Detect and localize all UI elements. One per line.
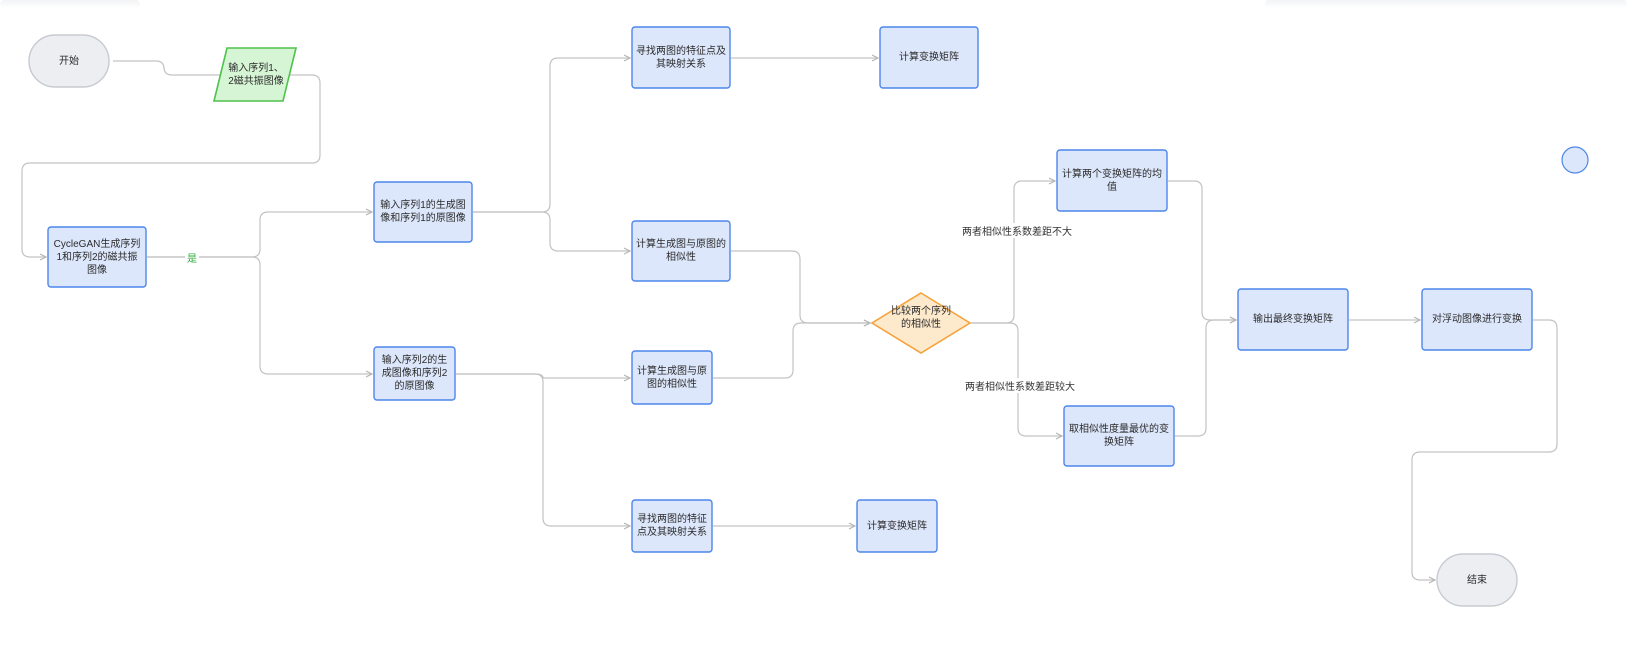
input-data-shape[interactable] xyxy=(212,47,298,102)
calc-bot-label: 计算变换矩阵 xyxy=(867,520,927,532)
output-label: 输出最终变换矩阵 xyxy=(1253,314,1333,325)
sim1-process-shape[interactable] xyxy=(631,220,731,282)
transform-process-shape[interactable] xyxy=(1421,288,1533,351)
edge-sim1-to-compare xyxy=(731,250,870,323)
canvas-edge-shadow-right xyxy=(1265,0,1627,8)
feat-top-label: 寻找两图的特征点及其映射关系 xyxy=(636,45,726,70)
feat-bot-process-shape[interactable] xyxy=(631,499,713,553)
edge-input-to-cyclegan xyxy=(21,74,321,257)
edge-label-yes: 是 xyxy=(185,250,199,265)
edge-in2-to-feat-bot xyxy=(456,373,630,526)
edge-start-to-input xyxy=(113,60,226,75)
mean-process-shape[interactable] xyxy=(1056,149,1168,212)
edge-in1-to-sim1 xyxy=(473,211,630,251)
edge-best-to-output xyxy=(1175,320,1236,437)
end-terminal-shape[interactable] xyxy=(1436,553,1518,607)
feat-top-process-shape[interactable] xyxy=(631,26,731,89)
edge-sim2-to-compare xyxy=(713,323,870,379)
start-terminal-shape[interactable] xyxy=(28,34,110,88)
best-label: 取相似性度量最优的变换矩阵 xyxy=(1069,424,1169,448)
compare-decision-shape[interactable] xyxy=(870,292,972,354)
mean-label: 计算两个变换矩阵的均值 xyxy=(1062,168,1162,193)
edge-label-small-gap: 两者相似性系数差距不大 xyxy=(960,223,1074,238)
in2-process-shape[interactable] xyxy=(373,346,456,401)
canvas-edge-shadow-left xyxy=(0,0,140,8)
best-process-shape[interactable] xyxy=(1063,405,1175,467)
cyclegan-process-shape[interactable] xyxy=(47,226,147,288)
calc-top-label: 计算变换矩阵 xyxy=(899,52,959,63)
cyclegan-label: CycleGAN生成序列1和序列2的磁共振图像 xyxy=(53,238,141,276)
feat-bot-label: 寻找两图的特征点及其映射关系 xyxy=(637,514,707,538)
input-data-label: 输入序列1、2磁共振图像 xyxy=(228,62,284,87)
transform-label: 对浮动图像进行变换 xyxy=(1432,314,1522,325)
calc-top-process-shape[interactable] xyxy=(879,26,979,89)
in2-label: 输入序列2的生成图像和序列2的原图像 xyxy=(381,355,448,392)
calc-bot-process-shape[interactable] xyxy=(856,499,938,553)
start-label: 开始 xyxy=(59,55,79,67)
edge-label-large-gap: 两者相似性系数差距较大 xyxy=(963,378,1077,393)
edge-in1-to-feat-top xyxy=(473,58,630,213)
sim2-process-shape[interactable] xyxy=(631,350,713,405)
in1-process-shape[interactable] xyxy=(373,181,473,243)
edge-mean-to-output xyxy=(1168,180,1236,320)
in1-label: 输入序列1的生成图像和序列1的原图像 xyxy=(380,200,466,224)
output-process-shape[interactable] xyxy=(1237,288,1349,351)
sim1-label: 计算生成图与原图的相似性 xyxy=(636,239,726,263)
edge-compare-to-mean xyxy=(971,181,1055,324)
edge-cyclegan-to-in1 xyxy=(147,212,372,258)
side-panel-toggle-icon[interactable] xyxy=(1561,146,1589,174)
sim2-label: 计算生成图与原图的相似性 xyxy=(637,365,707,390)
edge-transform-to-end xyxy=(1411,319,1558,580)
compare-label: 比较两个序列的相似性 xyxy=(891,306,951,330)
edge-cyclegan-to-in2 xyxy=(147,256,372,374)
end-label: 结束 xyxy=(1467,574,1487,586)
